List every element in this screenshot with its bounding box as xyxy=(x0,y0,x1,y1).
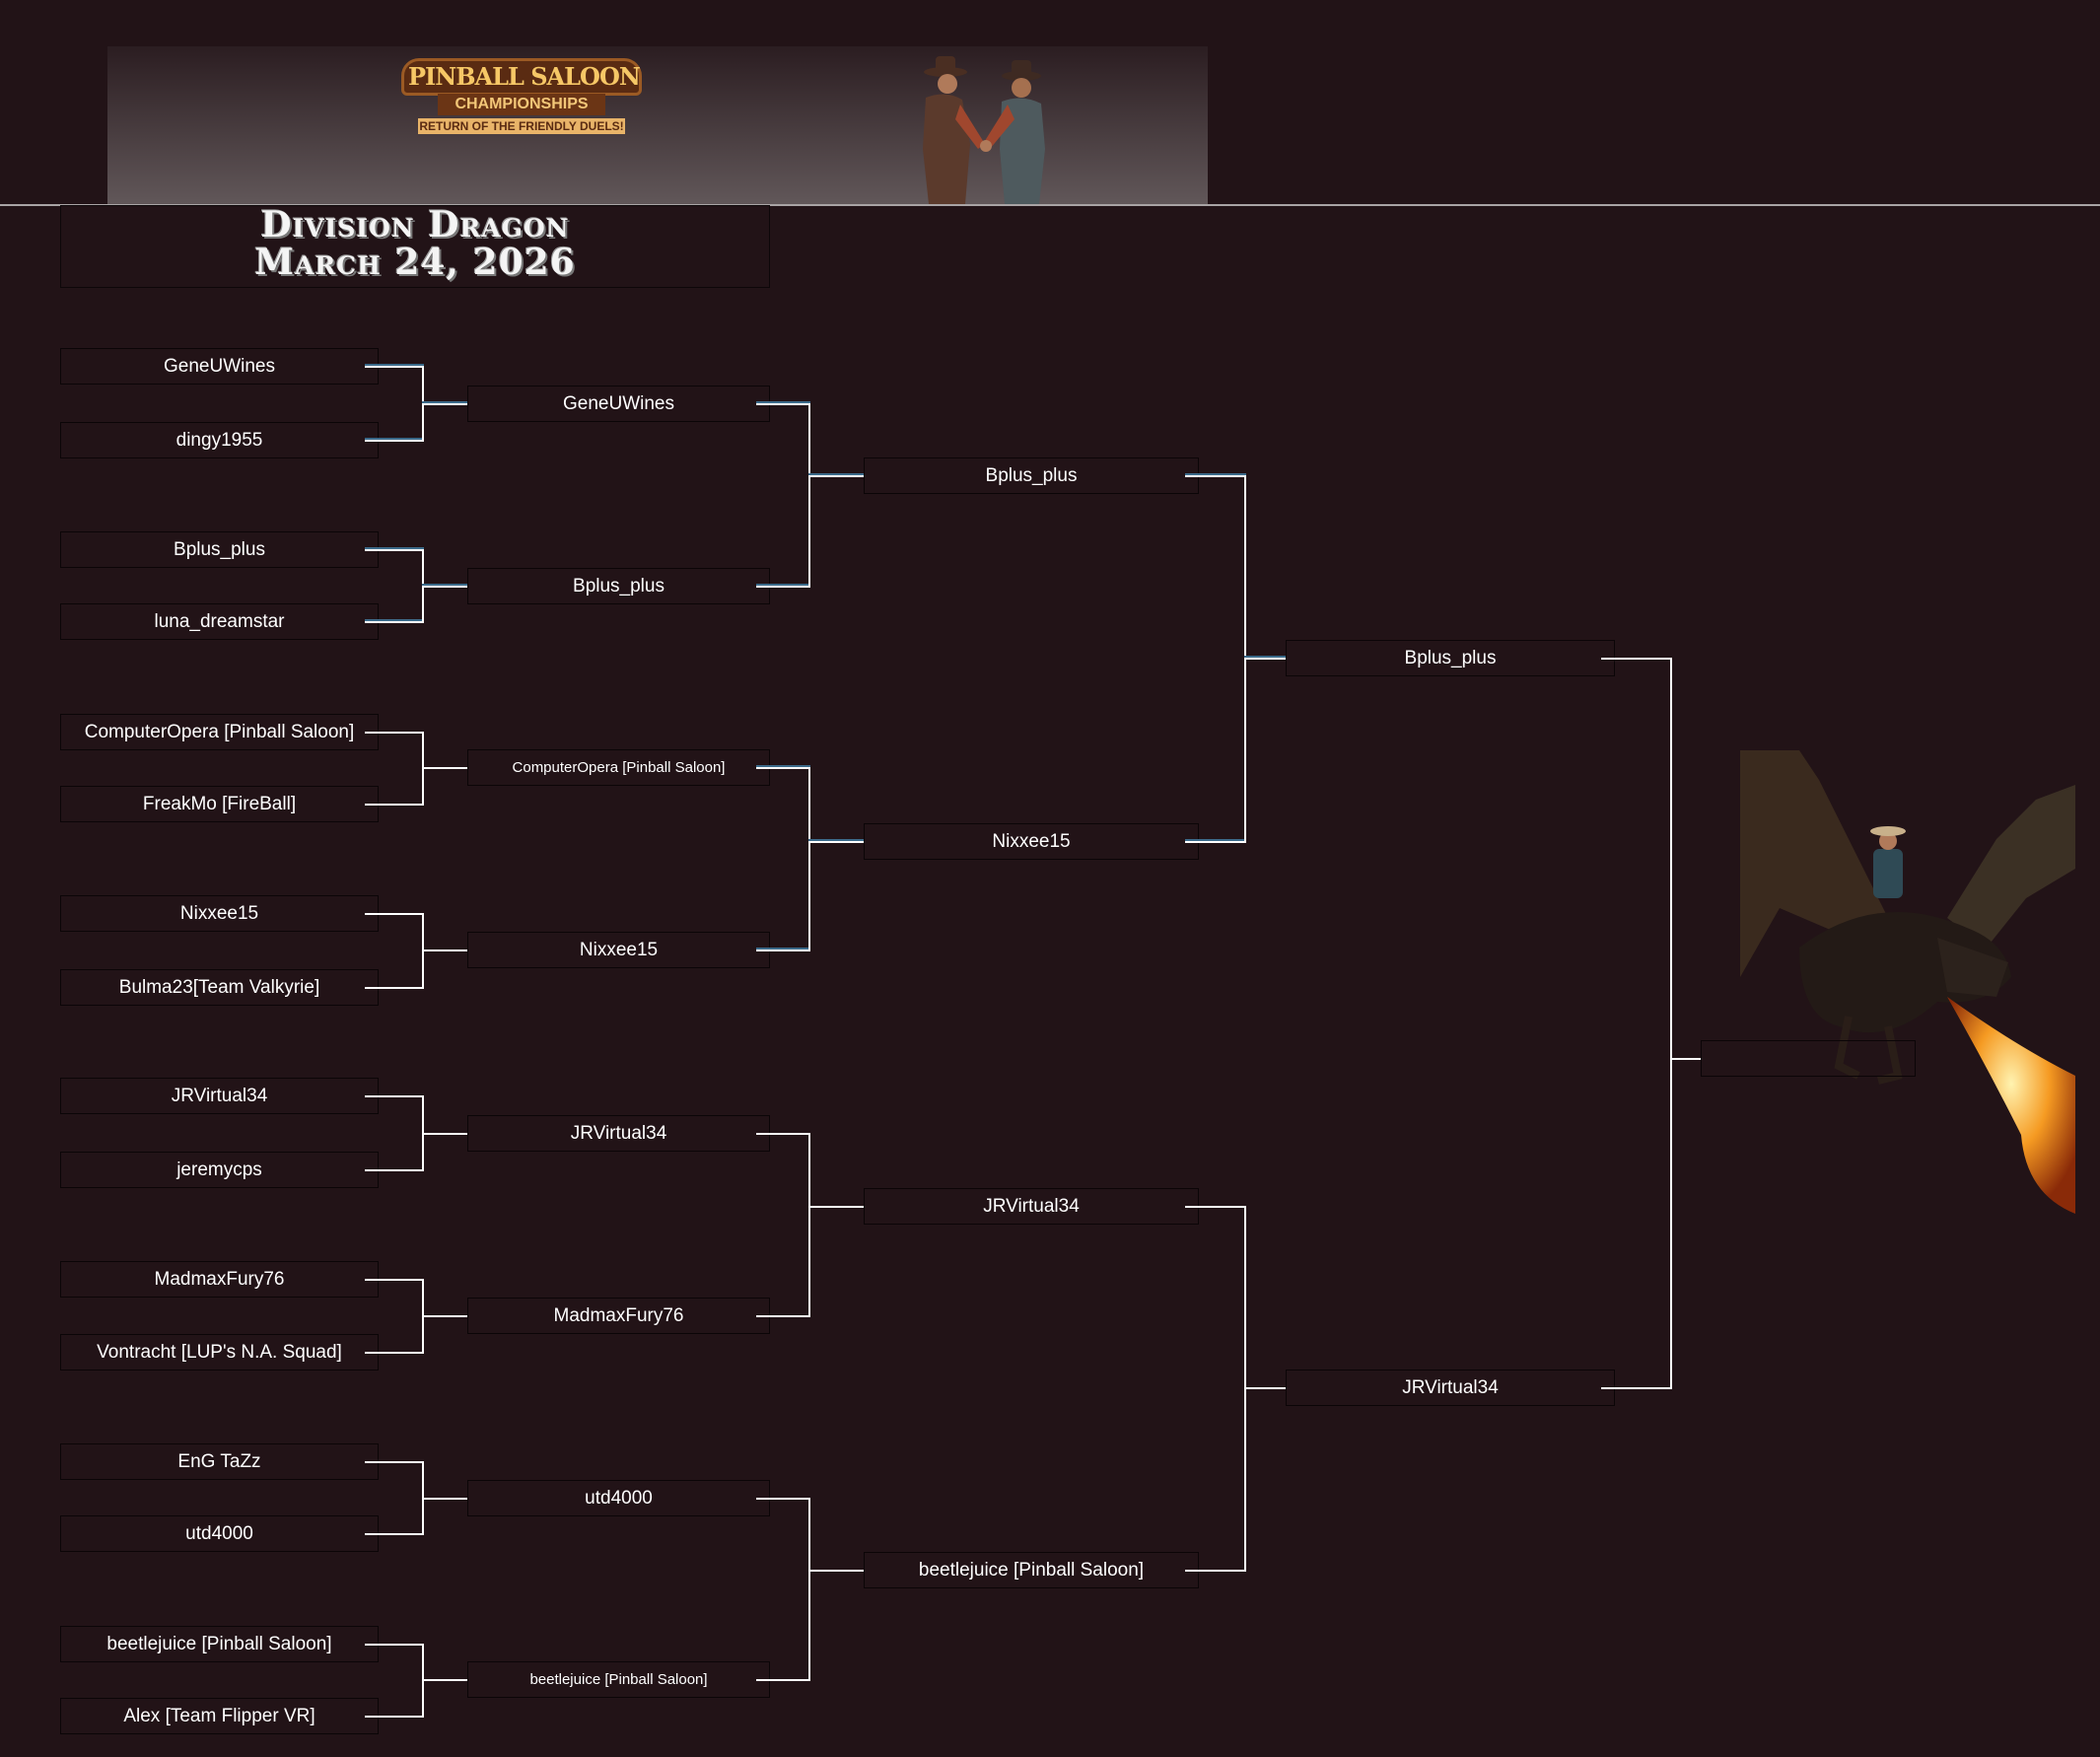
pinball-saloon-logo: PINBALL SALOON CHAMPIONSHIPS RETURN OF T… xyxy=(393,58,650,134)
bracket-connector-line xyxy=(365,1716,422,1718)
round1-player-slot[interactable]: Bulma23[Team Valkyrie] xyxy=(60,969,379,1006)
bracket-connector-line xyxy=(422,1498,467,1500)
round3-player-slot[interactable]: beetlejuice [Pinball Saloon] xyxy=(864,1552,1199,1588)
bracket-connector-line xyxy=(1244,658,1286,660)
bracket-connector-line xyxy=(756,949,808,951)
bracket-connector-line xyxy=(365,913,422,915)
bracket-connector-line xyxy=(365,732,422,734)
round1-player-slot[interactable]: luna_dreamstar xyxy=(60,603,379,640)
bracket-connector-line xyxy=(1185,1570,1244,1572)
round1-player-slot[interactable]: ComputerOpera [Pinball Saloon] xyxy=(60,714,379,750)
bracket-connector-line xyxy=(422,1679,467,1681)
bracket-connector-line xyxy=(808,475,864,477)
header-banner: PINBALL SALOON CHAMPIONSHIPS RETURN OF T… xyxy=(107,46,1208,204)
bracket-connector-line xyxy=(365,366,422,368)
bracket-connector-line xyxy=(365,1279,422,1281)
bracket-connector-line xyxy=(365,1533,422,1535)
bracket-connector-line xyxy=(808,841,864,843)
bracket-connector-line xyxy=(365,440,422,442)
round1-player-slot[interactable]: utd4000 xyxy=(60,1515,379,1552)
bracket-connector-line xyxy=(1185,1206,1244,1208)
round2-player-slot[interactable]: MadmaxFury76 xyxy=(467,1298,770,1334)
bracket-connector-line xyxy=(365,1169,422,1171)
round2-player-slot[interactable]: Nixxee15 xyxy=(467,932,770,968)
bracket-connector-line xyxy=(756,403,808,405)
bracket-connector-line xyxy=(808,1133,810,1317)
logo-tagline: RETURN OF THE FRIENDLY DUELS! xyxy=(418,118,625,134)
division-name: Division Dragon xyxy=(260,204,570,246)
round1-player-slot[interactable]: Nixxee15 xyxy=(60,895,379,932)
round1-player-slot[interactable]: GeneUWines xyxy=(60,348,379,385)
round2-player-slot[interactable]: utd4000 xyxy=(467,1480,770,1516)
bracket-connector-line xyxy=(422,403,467,405)
bracket-connector-line xyxy=(422,767,467,769)
bracket-connector-line xyxy=(756,1498,808,1500)
round1-player-slot[interactable]: Alex [Team Flipper VR] xyxy=(60,1698,379,1734)
round1-player-slot[interactable]: jeremycps xyxy=(60,1152,379,1188)
bracket-connector-line xyxy=(365,1644,422,1646)
round1-player-slot[interactable]: MadmaxFury76 xyxy=(60,1261,379,1298)
division-title-box: Division Dragon March 24, 2026 xyxy=(60,205,770,288)
bracket-connector-line xyxy=(365,621,422,623)
bracket-connector-line xyxy=(365,549,422,551)
round1-player-slot[interactable]: Vontracht [LUP's N.A. Squad] xyxy=(60,1334,379,1370)
bracket-connector-line xyxy=(756,1679,808,1681)
bracket-connector-line xyxy=(756,1133,808,1135)
round1-player-slot[interactable]: Bplus_plus xyxy=(60,531,379,568)
bracket-connector-line xyxy=(1670,658,1672,1389)
round3-player-slot[interactable]: Nixxee15 xyxy=(864,823,1199,860)
round1-player-slot[interactable]: EnG TaZz xyxy=(60,1443,379,1480)
bracket-connector-line xyxy=(1185,475,1244,477)
round1-player-slot[interactable]: dingy1955 xyxy=(60,422,379,458)
round1-player-slot[interactable]: beetlejuice [Pinball Saloon] xyxy=(60,1626,379,1662)
bracket-connector-line xyxy=(1185,841,1244,843)
logo-title: PINBALL SALOON xyxy=(401,58,642,96)
round2-player-slot[interactable]: beetlejuice [Pinball Saloon] xyxy=(467,1661,770,1698)
round4-player-slot[interactable]: Bplus_plus xyxy=(1286,640,1615,676)
champion-slot[interactable] xyxy=(1701,1040,1916,1077)
bracket-connector-line xyxy=(365,987,422,989)
bracket-connector-line xyxy=(365,804,422,806)
cowboys-handshake-image xyxy=(923,56,1045,204)
round2-player-slot[interactable]: Bplus_plus xyxy=(467,568,770,604)
round4-player-slot[interactable]: JRVirtual34 xyxy=(1286,1370,1615,1406)
round2-player-slot[interactable]: ComputerOpera [Pinball Saloon] xyxy=(467,749,770,786)
round3-player-slot[interactable]: JRVirtual34 xyxy=(864,1188,1199,1225)
bracket-connector-line xyxy=(365,1352,422,1354)
bracket-connector-line xyxy=(756,586,808,588)
bracket-connector-line xyxy=(808,1498,810,1681)
bracket-connector-line xyxy=(1670,1058,1701,1060)
header-divider xyxy=(0,204,2100,206)
bracket-connector-line xyxy=(422,1133,467,1135)
bracket-connector-line xyxy=(1601,658,1670,660)
bracket-connector-line xyxy=(1244,1387,1286,1389)
bracket-connector-line xyxy=(808,403,810,588)
event-date: March 24, 2026 xyxy=(254,242,576,283)
round1-player-slot[interactable]: FreakMo [FireBall] xyxy=(60,786,379,822)
bracket-connector-line xyxy=(365,1095,422,1097)
bracket-connector-line xyxy=(756,767,808,769)
bracket-connector-line xyxy=(808,767,810,951)
round2-player-slot[interactable]: GeneUWines xyxy=(467,386,770,422)
dragon-rider-image xyxy=(1740,750,2075,1214)
bracket-connector-line xyxy=(1601,1387,1670,1389)
logo-subtitle: CHAMPIONSHIPS xyxy=(438,94,605,115)
bracket-connector-line xyxy=(422,949,467,951)
round3-player-slot[interactable]: Bplus_plus xyxy=(864,457,1199,494)
bracket-connector-line xyxy=(422,1315,467,1317)
bracket-connector-line xyxy=(422,586,467,588)
bracket-connector-line xyxy=(808,1570,864,1572)
bracket-connector-line xyxy=(365,1461,422,1463)
round1-player-slot[interactable]: JRVirtual34 xyxy=(60,1078,379,1114)
bracket-connector-line xyxy=(808,1206,864,1208)
round2-player-slot[interactable]: JRVirtual34 xyxy=(467,1115,770,1152)
bracket-connector-line xyxy=(756,1315,808,1317)
